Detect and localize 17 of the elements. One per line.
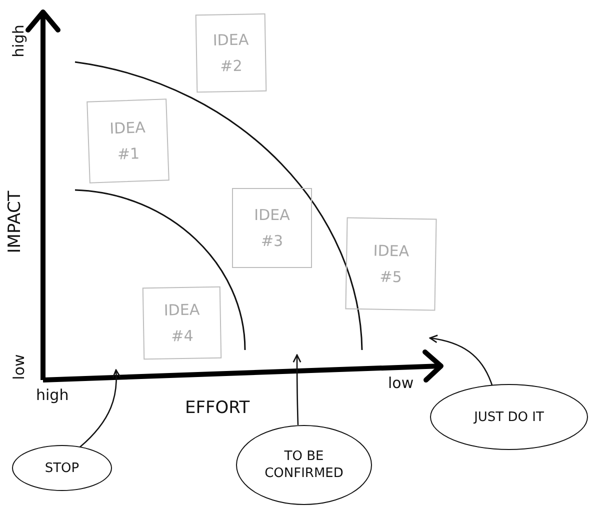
idea-note: IDEA #1: [86, 98, 170, 184]
idea-note: IDEA #4: [142, 286, 222, 360]
callout-bubble: STOP: [12, 445, 112, 491]
idea-note: IDEA #2: [195, 13, 267, 93]
axis-title: EFFORT: [185, 398, 250, 418]
axis-title: IMPACT: [5, 190, 26, 254]
axis-label: high: [9, 24, 28, 58]
leader-arrow: [429, 334, 493, 386]
leader-arrow: [292, 354, 302, 426]
callout-bubble: JUST DO IT: [430, 384, 588, 450]
axis-label: low: [388, 374, 414, 392]
callout-bubble: TO BE CONFIRMED: [236, 425, 372, 505]
idea-note: IDEA #5: [345, 217, 437, 311]
idea-note: IDEA #3: [232, 188, 312, 268]
axis-label: high: [36, 386, 69, 404]
axis-label: low: [10, 354, 28, 380]
leader-arrow: [80, 369, 121, 448]
